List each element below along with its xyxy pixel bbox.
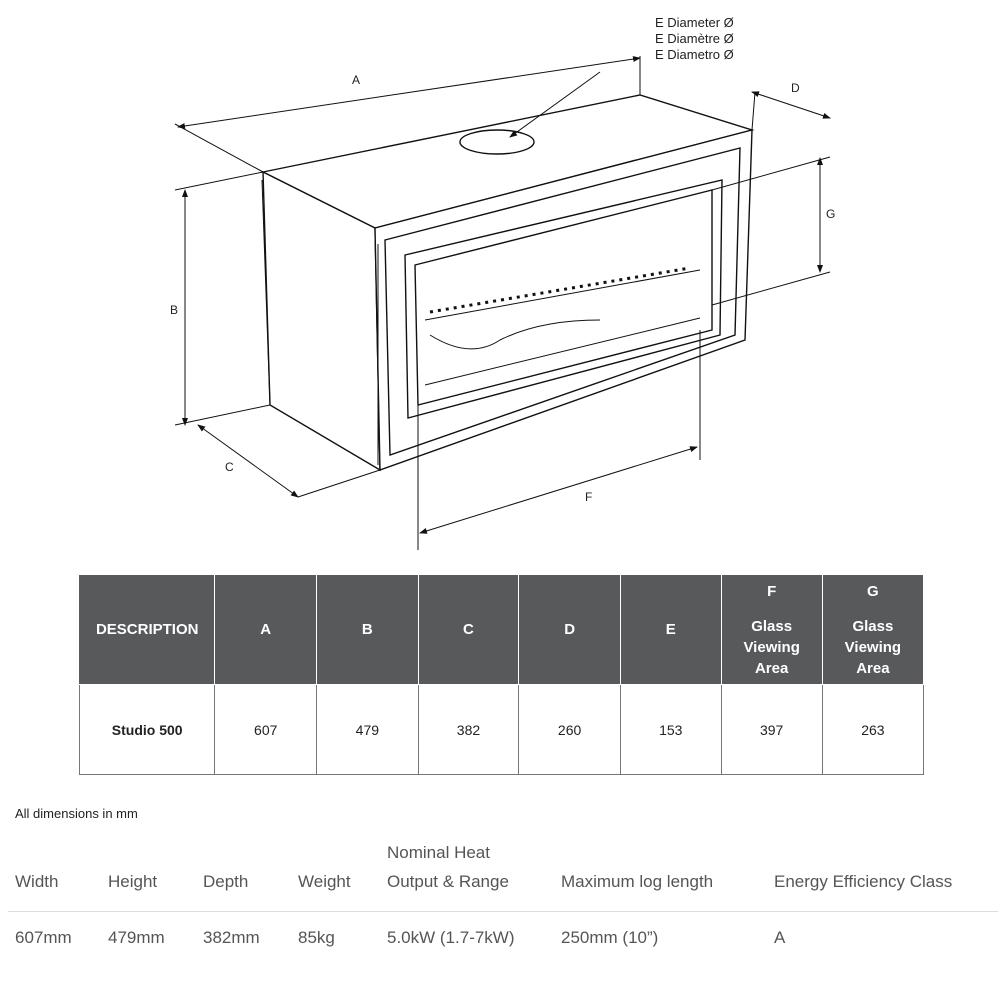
label-f: F [585,490,593,504]
header-text: Glass [751,617,793,635]
dimensions-note: All dimensions in mm [15,806,138,821]
header-text: DESCRIPTION [95,621,199,638]
label-d: D [791,81,800,95]
spec-value: 85kg [298,928,335,947]
spec-value: 5.0kW (1.7-7kW) [387,928,515,947]
flue-outlet [459,129,535,155]
table-cell: 153 [619,684,722,775]
header-text: Area [754,659,789,677]
label-c: C [225,460,234,474]
label-a: A [352,73,361,87]
table-cell: 397 [720,684,823,775]
header-text: E [665,621,676,638]
header-text: D [564,621,576,638]
table-cell: 260 [518,684,621,775]
spec-value: 607mm [15,928,72,947]
table-cell: 607 [214,684,318,775]
header-text: F [767,582,777,600]
spec-header: Depth [203,872,249,891]
stove-diagram [174,56,831,550]
spec-header: Maximum log length [561,872,714,891]
header-text: B [361,621,373,638]
divider [8,911,998,912]
table-cell: 382 [417,684,520,775]
table-cell: 263 [821,684,925,775]
column-header: D [518,575,621,685]
header-text: Viewing [844,638,902,656]
spec-value: 382mm [203,928,260,947]
column-header: E [619,575,722,685]
column-header: A [214,575,318,685]
header-text: Viewing [743,638,800,656]
spec-header: Output & Range [387,872,509,891]
table-cell: 479 [316,684,419,775]
column-header: B [316,575,419,685]
header-text: C [463,621,474,638]
label-g: G [826,207,836,221]
label-e-fr: E Diamètre Ø [655,31,734,46]
spec-value: 479mm [108,928,165,947]
column-header: C [417,575,520,685]
header-text: Area [856,659,890,677]
spec-header: Energy Efficiency Class [774,872,953,891]
header-text: A [260,621,272,638]
spec-header: Height [108,872,158,891]
spec-header: Nominal Heat [387,843,490,862]
table-cell: Studio 500 [78,684,216,775]
column-header: DESCRIPTION [78,575,216,685]
spec-value: 250mm (10”) [561,928,659,947]
glass-window [414,189,713,406]
label-e-en: E Diameter Ø [655,15,734,30]
spec-header: Width [15,872,59,891]
spec-value: A [774,928,786,947]
header-text: Glass [852,617,894,635]
spec-header: Weight [298,872,351,891]
label-b: B [170,303,179,317]
label-e-it: E Diametro Ø [655,47,734,62]
header-text: G [867,582,879,600]
